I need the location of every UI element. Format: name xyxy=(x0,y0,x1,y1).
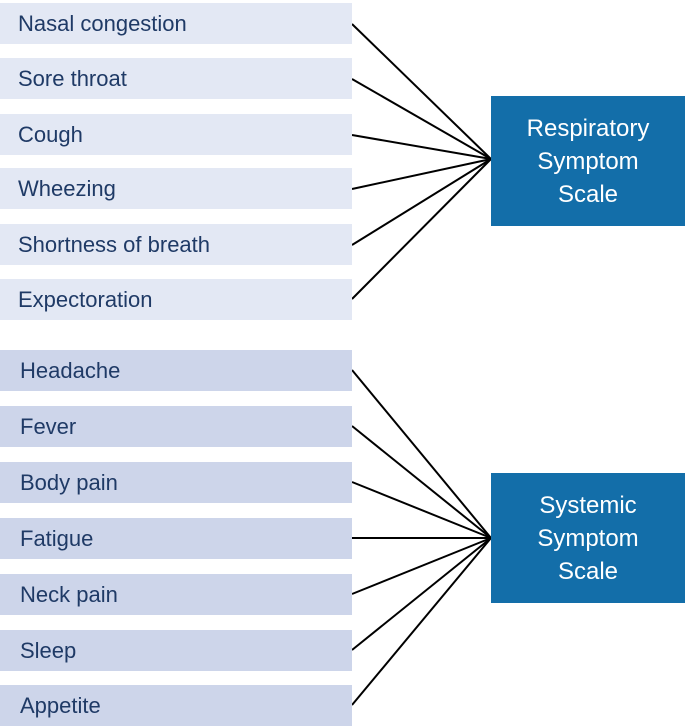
item-label: Expectoration xyxy=(18,286,153,312)
item-label: Fever xyxy=(20,413,77,439)
systemic-item-body-pain: Body pain xyxy=(0,462,352,503)
connector-sore-throat xyxy=(351,78,492,160)
connector-wheezing xyxy=(351,158,492,190)
connector-fever xyxy=(351,425,492,539)
respiratory-item-nasal-congestion: Nasal congestion xyxy=(0,3,352,44)
item-label: Fatigue xyxy=(20,525,94,551)
systemic-scale-box: Systemic Symptom Scale xyxy=(491,473,685,603)
systemic-item-fever: Fever xyxy=(0,406,352,447)
systemic-item-headache: Headache xyxy=(0,350,352,391)
item-label: Wheezing xyxy=(18,175,116,201)
connector-expectoration xyxy=(351,158,492,300)
item-label: Shortness of breath xyxy=(18,231,211,257)
item-label: Neck pain xyxy=(20,581,118,607)
item-label: Cough xyxy=(18,121,83,147)
systemic-item-sleep: Sleep xyxy=(0,630,352,671)
item-label: Headache xyxy=(20,357,121,383)
connector-sleep xyxy=(351,537,492,651)
item-label: Nasal congestion xyxy=(18,10,187,36)
systemic-item-fatigue: Fatigue xyxy=(0,518,352,559)
connector-nasal-congestion xyxy=(351,23,492,160)
systemic-item-appetite: Appetite xyxy=(0,685,352,726)
systemic-item-neck-pain: Neck pain xyxy=(0,574,352,615)
respiratory-scale-box: Respiratory Symptom Scale xyxy=(491,96,685,226)
respiratory-item-shortness-of-breath: Shortness of breath xyxy=(0,224,352,265)
item-label: Appetite xyxy=(20,692,101,718)
respiratory-item-cough: Cough xyxy=(0,114,352,155)
respiratory-item-wheezing: Wheezing xyxy=(0,168,352,209)
connector-body-pain xyxy=(351,481,492,539)
respiratory-item-sore-throat: Sore throat xyxy=(0,58,352,99)
connector-shortness-of-breath xyxy=(351,158,492,246)
connector-cough xyxy=(351,134,492,160)
connector-appetite xyxy=(351,537,492,706)
connector-neck-pain xyxy=(351,537,492,595)
respiratory-connectors xyxy=(351,23,492,300)
systemic-connectors xyxy=(351,369,492,706)
respiratory-item-expectoration: Expectoration xyxy=(0,279,352,320)
systemic-scale-label: Systemic Symptom Scale xyxy=(537,491,639,585)
item-label: Sore throat xyxy=(18,65,127,91)
item-label: Body pain xyxy=(20,469,118,495)
respiratory-scale-label: Respiratory Symptom Scale xyxy=(526,114,650,208)
item-label: Sleep xyxy=(20,637,77,663)
connector-headache xyxy=(351,369,492,539)
